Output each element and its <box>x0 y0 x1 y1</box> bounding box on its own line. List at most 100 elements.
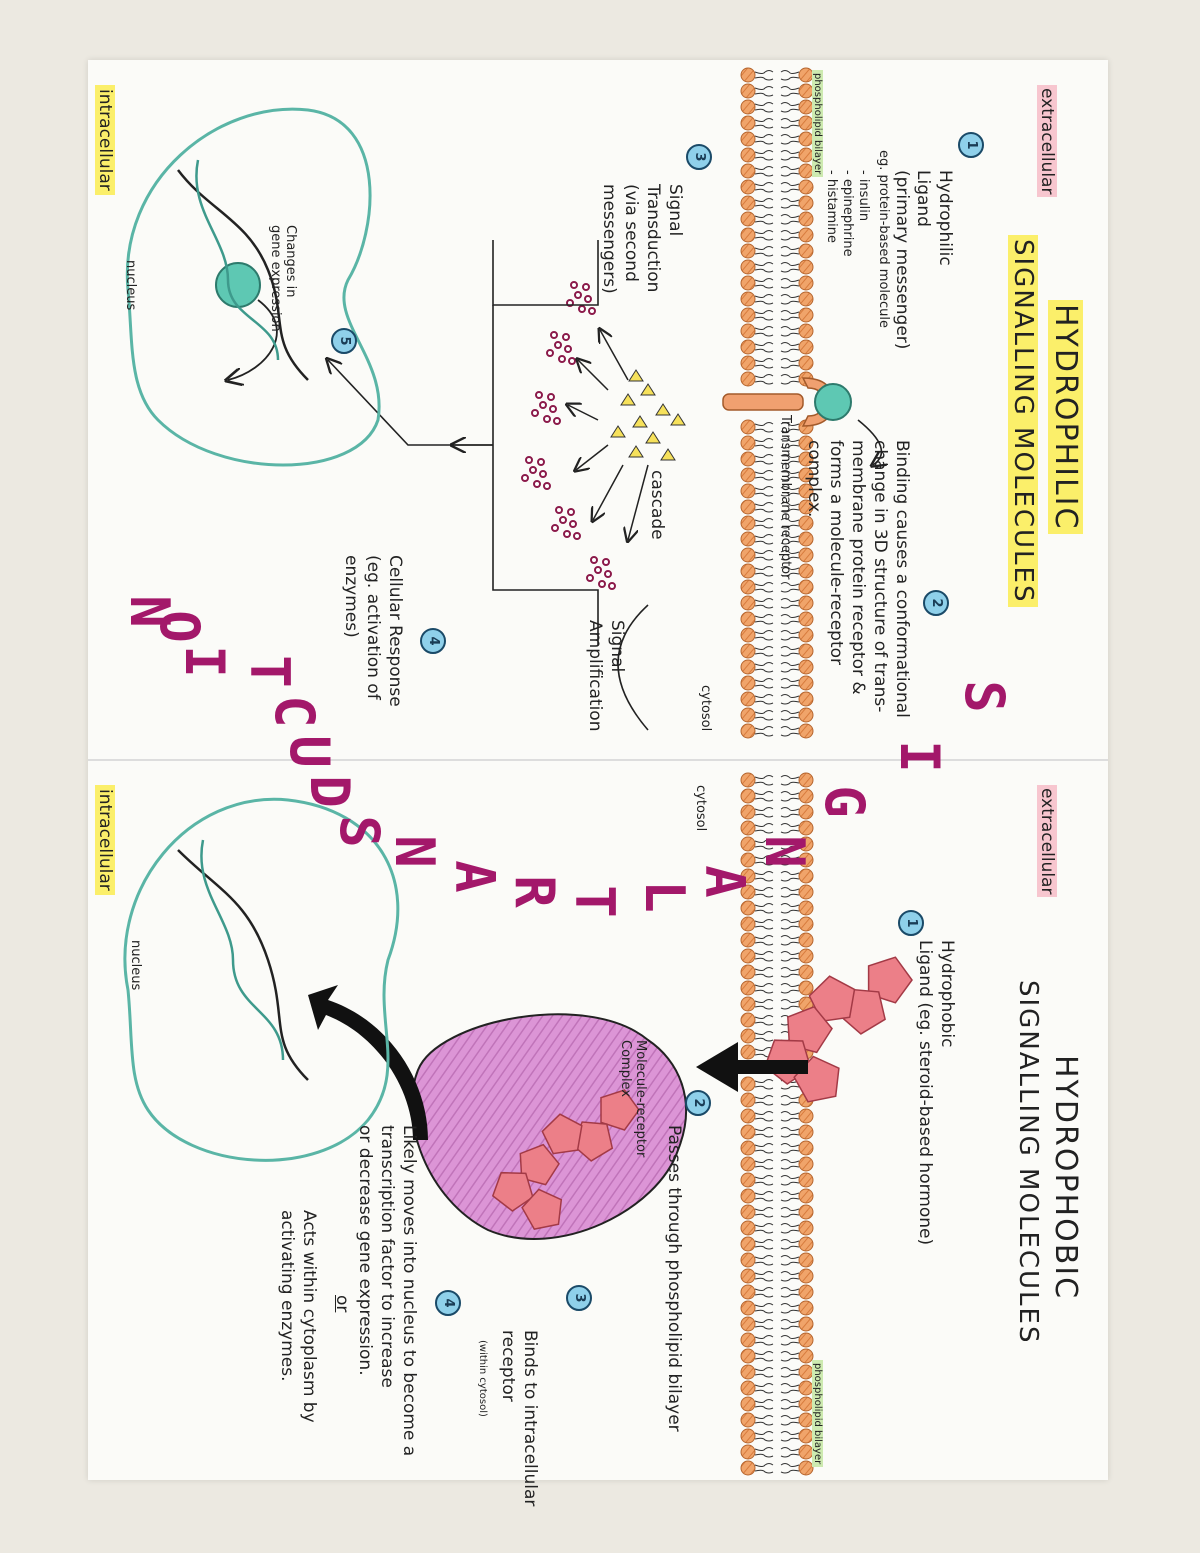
banner-letter: A <box>692 865 756 898</box>
left-step1-list: - insulin - epinephrine - histamine <box>824 170 871 257</box>
lipid-unit <box>740 980 814 996</box>
lipid-unit <box>740 1108 814 1124</box>
banner-letter: N <box>117 595 181 628</box>
lipid-unit <box>740 419 814 435</box>
lipid-unit <box>740 483 814 499</box>
lipid-unit <box>740 355 814 371</box>
left-step5-badge: 5 <box>331 328 357 354</box>
lipid-unit <box>740 788 814 804</box>
lipid-unit <box>740 1300 814 1316</box>
second-messengers <box>610 369 686 461</box>
pass-through-arrow <box>696 1042 808 1092</box>
lipid-unit <box>740 1364 814 1380</box>
lipid-unit <box>740 1348 814 1364</box>
left-amplification-label: Signal Amplification <box>585 620 627 732</box>
left-step2-badge: 2 <box>923 590 949 616</box>
lipid-unit <box>740 1156 814 1172</box>
lipid-unit <box>740 1252 814 1268</box>
lipid-unit <box>740 339 814 355</box>
lipid-unit <box>740 1412 814 1428</box>
lipid-unit <box>740 547 814 563</box>
left-intracellular-label: intracellular <box>94 85 116 195</box>
left-step2-text: Binding causes a conformational change i… <box>804 440 912 718</box>
banner-letter: I <box>172 645 236 678</box>
lipid-unit <box>740 259 814 275</box>
lipid-unit <box>740 307 814 323</box>
left-step1-eg: eg. protein-based molecule <box>876 150 891 329</box>
diagram-canvas <box>88 67 1108 1476</box>
lipid-unit <box>740 868 814 884</box>
banner-letter: L <box>632 880 696 913</box>
lipid-unit <box>740 707 814 723</box>
amp-bracket <box>617 604 649 731</box>
lipid-unit <box>740 1172 814 1188</box>
lipid-unit <box>740 1140 814 1156</box>
banner-letter: I <box>887 740 951 773</box>
left-step1-title: Hydrophilic Ligand <box>913 170 955 266</box>
lipid-unit <box>740 1284 814 1300</box>
banner-letter: S <box>952 680 1016 713</box>
right-step3-text: Binds to intracellular receptor <box>498 1330 540 1507</box>
right-step2-badge: 2 <box>685 1090 711 1116</box>
right-subtitle: SIGNALLING MOLECULES <box>1013 980 1043 1345</box>
right-dna-icon <box>177 839 309 1081</box>
right-complex-label: Molecule-receptor Complex <box>618 1040 648 1158</box>
lipid-unit <box>740 579 814 595</box>
left-cytosol-label: cytosol <box>698 685 713 732</box>
lipid-unit <box>740 323 814 339</box>
lipid-unit <box>740 675 814 691</box>
lipid-unit <box>740 243 814 259</box>
lipid-unit <box>740 435 814 451</box>
left-step3-badge: 3 <box>686 144 712 170</box>
lipid-unit <box>740 179 814 195</box>
lipid-unit <box>740 67 814 83</box>
left-step3-text: Signal Transduction (via second messenge… <box>599 184 685 294</box>
lipid-unit <box>740 515 814 531</box>
banner-letter: G <box>812 785 876 818</box>
hydrophobic-ligand <box>764 956 913 1103</box>
lipid-unit <box>740 1332 814 1348</box>
lipid-unit <box>740 948 814 964</box>
lipid-unit <box>740 772 814 788</box>
right-extracellular-label: extracellular <box>1036 785 1058 898</box>
lipid-unit <box>740 964 814 980</box>
banner-letter: U <box>277 735 341 768</box>
lipid-unit <box>740 1396 814 1412</box>
cascade-arrows <box>568 330 649 540</box>
ligand-arrow <box>228 299 278 380</box>
right-nucleus-label: nucleus <box>128 940 143 991</box>
lipid-unit <box>740 884 814 900</box>
right-step3-badge: 3 <box>566 1285 592 1311</box>
right-step1-text: Hydrophobic Ligand (eg. steroid-based ho… <box>915 940 957 1246</box>
lipid-unit <box>740 627 814 643</box>
left-title: HYDROPHILIC <box>1048 300 1083 535</box>
right-step2-text: Passes through phospholipid bilayer <box>664 1125 684 1432</box>
amplified-signal-dots <box>521 281 616 590</box>
lipid-unit <box>740 1460 814 1476</box>
left-cascade-label: cascade <box>647 470 667 540</box>
lipid-unit <box>740 275 814 291</box>
banner-letter: T <box>562 885 626 918</box>
lipid-unit <box>740 1124 814 1140</box>
phospholipid-bilayers <box>740 67 814 1476</box>
right-step4-or: or <box>332 1295 352 1313</box>
lipid-unit <box>740 916 814 932</box>
lipid-unit <box>740 691 814 707</box>
nucleus-arrow <box>308 985 428 1140</box>
lipid-unit <box>740 163 814 179</box>
lipid-unit <box>740 723 814 739</box>
gene-arrow <box>328 360 493 446</box>
left-subtitle: SIGNALLING MOLECULES <box>1008 235 1038 608</box>
lipid-unit <box>740 611 814 627</box>
lipid-unit <box>740 1220 814 1236</box>
left-step4-badge: 4 <box>420 628 446 654</box>
right-step4-badge: 4 <box>435 1290 461 1316</box>
lipid-unit <box>740 836 814 852</box>
lipid-unit <box>740 1268 814 1284</box>
lipid-unit <box>740 195 814 211</box>
lipid-unit <box>740 131 814 147</box>
bracket-top <box>492 240 599 306</box>
lipid-unit <box>740 1092 814 1108</box>
right-step4-text: Likely moves into nucleus to become a tr… <box>355 1125 419 1457</box>
lipid-unit <box>740 147 814 163</box>
